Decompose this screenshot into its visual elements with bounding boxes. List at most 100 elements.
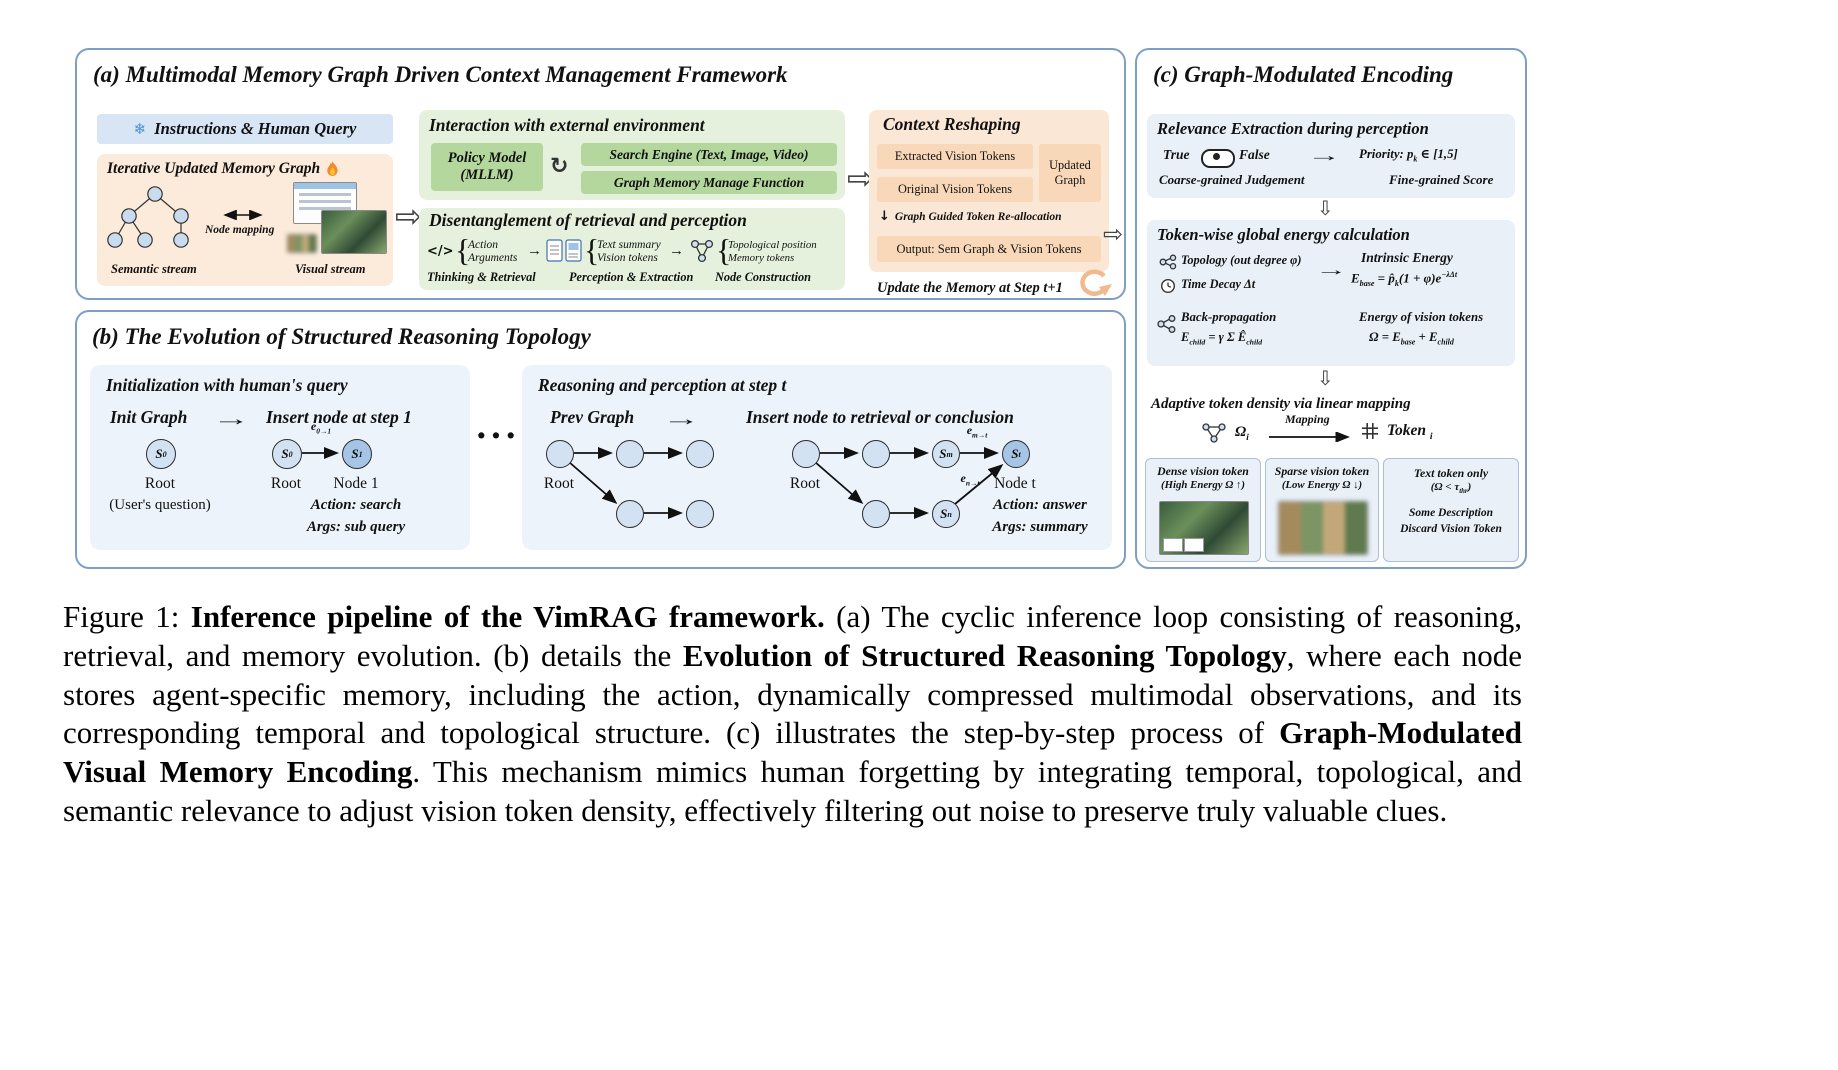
caption-run-6: . This mechanism mimics human forgetting…	[63, 754, 1523, 828]
topology-memory-stack: Topological position Memory tokens	[728, 239, 817, 265]
energy-title: Token-wise global energy calculation	[1157, 225, 1410, 244]
panel-a-title: (a) Multimodal Memory Graph Driven Conte…	[93, 62, 788, 87]
caption-run-0: Figure 1:	[63, 599, 191, 634]
action-search-label: Action: search	[310, 497, 402, 513]
panel-c: (c) Graph-Modulated Encoding Relevance E…	[1135, 48, 1527, 569]
output-label: Output: Sem Graph & Vision Tokens	[896, 241, 1082, 256]
action-answer-label: Action: answer	[993, 497, 1087, 513]
caption-run-4: , where each node stores agent-specific …	[63, 637, 1522, 751]
search-engine-box: Search Engine (Text, Image, Video)	[581, 143, 837, 166]
prev-node-c	[616, 500, 644, 528]
back-propagation-icon	[1157, 315, 1176, 333]
text-only-threshold: (Ω < τthr)	[1430, 481, 1472, 496]
brace-icon-3: {	[716, 232, 732, 268]
reasoning-title: Reasoning and perception at step t	[538, 375, 787, 395]
reallocation-label: Graph Guided Token Re-allocation	[894, 210, 1062, 223]
graph-label: Graph	[1054, 173, 1086, 187]
edge-label-emt: em→t	[966, 423, 988, 440]
node1-label: Node 1	[333, 475, 379, 492]
memory-graph-title-row: Iterative Updated Memory Graph	[107, 160, 339, 178]
disentanglement-title: Disentanglement of retrieval and percept…	[429, 210, 747, 230]
root-label-left: Root	[543, 475, 575, 492]
brace-icon-1: {	[455, 232, 471, 268]
action-arguments-stack: Action Arguments	[468, 239, 517, 265]
memory-tokens-label: Memory tokens	[728, 252, 795, 264]
flow-arrow-1: ⇨	[395, 197, 422, 235]
energy-arrow: →	[1315, 262, 1347, 279]
page-minicard-2	[1184, 538, 1204, 552]
init-graph-label: Init Graph	[110, 407, 188, 427]
prev-root-node	[546, 440, 574, 468]
reasoning-box: Reasoning and perception at step t Prev …	[522, 365, 1112, 550]
relevance-extraction-box: Relevance Extraction during perception T…	[1147, 114, 1515, 198]
graph-memory-box: Graph Memory Manage Function	[581, 171, 837, 194]
back-propagation-label: Back-propagation	[1181, 310, 1277, 324]
sparse-thumbnail	[1278, 501, 1368, 555]
memory-graph-icon	[1202, 423, 1226, 443]
relevance-arrow: →	[1307, 146, 1341, 165]
original-vision-tokens-label: Original Vision Tokens	[897, 182, 1013, 196]
text-summary-label: Text summary	[597, 239, 661, 251]
dense-token-box: Dense vision token (High Energy Ω ↑)	[1145, 458, 1261, 562]
caption-run-5: Graph-Modulated Visual Memory Encoding	[63, 715, 1522, 790]
arguments-label: Arguments	[468, 252, 518, 264]
back-propagation-formula: Echild = γ Σ Êchild	[1181, 330, 1263, 347]
graph-memory-label: Graph Memory Manage Function	[613, 174, 805, 190]
caption-run-2: (a) The cyclic inference loop consisting…	[63, 599, 1522, 673]
semantic-stream-label: Semantic stream	[111, 262, 197, 276]
panel-c-title: (c) Graph-Modulated Encoding	[1153, 62, 1454, 87]
coarse-grained-label: Coarse-grained Judgement	[1159, 172, 1305, 187]
prev-node-a	[616, 440, 644, 468]
toggle-icon	[1201, 149, 1235, 168]
node-mapping-label: Node mapping	[205, 224, 275, 236]
args-summary-label: Args: summary	[992, 519, 1088, 535]
topology-label: Topology (out degree φ)	[1181, 253, 1302, 267]
insert-node-step1-label: Insert node at step 1	[266, 407, 412, 427]
vision-tokens-label: Vision tokens	[597, 252, 658, 264]
context-reshaping-box: Context Reshaping Extracted Vision Token…	[869, 110, 1109, 272]
fire-icon	[327, 161, 338, 176]
cycle-icon: ↻	[550, 154, 569, 179]
snowflake-icon: ❄	[133, 120, 147, 138]
init-arrow: →	[212, 409, 250, 430]
policy-model-line1: Policy Model	[447, 150, 527, 166]
initialization-title: Initialization with human's query	[106, 375, 348, 395]
false-label: False	[1239, 147, 1270, 162]
disentanglement-box: Disentanglement of retrieval and percept…	[419, 208, 845, 290]
interaction-box: Interaction with external environment Po…	[419, 110, 845, 200]
edge-label-e01: e0→1	[310, 419, 332, 436]
updated-label: Updated	[1049, 158, 1091, 172]
panel-a: (a) Multimodal Memory Graph Driven Conte…	[75, 48, 1126, 300]
mapping-label: Mapping	[1285, 412, 1330, 426]
fine-grained-label: Fine-grained Score	[1389, 172, 1494, 187]
ellipsis-dots: ···	[475, 415, 520, 457]
output-box: Output: Sem Graph & Vision Tokens	[877, 236, 1101, 262]
time-decay-clock-icon	[1160, 278, 1176, 294]
extracted-vision-tokens-label: Extracted Vision Tokens	[894, 149, 1016, 163]
brace-icon-2: {	[584, 232, 600, 268]
true-label: True	[1163, 147, 1190, 162]
extracted-vision-tokens-box: Extracted Vision Tokens	[877, 144, 1033, 169]
step-root-node	[792, 440, 820, 468]
edge-label-ent: en→t	[960, 471, 980, 488]
updated-graph-box: Updated Graph	[1039, 144, 1101, 202]
down-flow-arrow-2: ⇩	[1317, 366, 1334, 390]
reasoning-graph-edges	[568, 446, 1004, 520]
vision-energy-formula: Ω = Ebase + Echild	[1369, 330, 1454, 347]
time-decay-label: Time Decay Δt	[1181, 277, 1256, 291]
node-t-label: Node t	[994, 475, 1036, 492]
text-vision-stack: Text summary Vision tokens	[597, 239, 661, 265]
dense-thumbnail	[1159, 501, 1249, 555]
policy-model-line2: (MLLM)	[460, 167, 514, 183]
text-only-label: Text token only	[1413, 466, 1489, 480]
step-arrow-1: →	[527, 243, 542, 259]
caption-run-3: Evolution of Structured Reasoning Topolo…	[682, 637, 1287, 673]
prev-node-d	[686, 500, 714, 528]
policy-model-box: Policy Model (MLLM)	[431, 143, 543, 191]
documents-icon	[546, 239, 582, 262]
